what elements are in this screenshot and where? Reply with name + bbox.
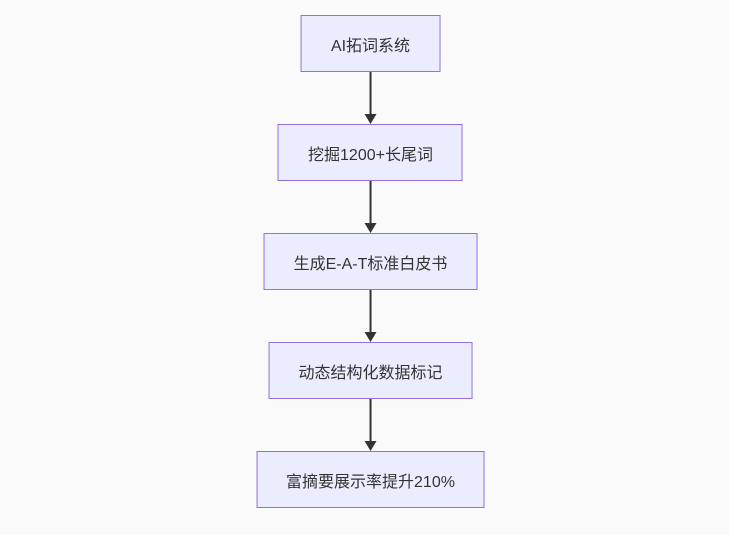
arrow-down-icon bbox=[364, 399, 377, 451]
arrow-line bbox=[369, 399, 372, 441]
arrow-line bbox=[369, 72, 372, 114]
arrow-down-icon bbox=[364, 72, 377, 124]
arrow-head bbox=[364, 114, 377, 124]
flow-node-label: 生成E-A-T标准白皮书 bbox=[293, 255, 448, 273]
arrow-down-icon bbox=[364, 290, 377, 342]
arrow-head bbox=[364, 332, 377, 342]
arrow-head bbox=[364, 441, 377, 451]
flow-node-eat-whitepaper: 生成E-A-T标准白皮书 bbox=[263, 233, 478, 290]
arrow-down-icon bbox=[364, 181, 377, 233]
flow-node-rich-snippet-result: 富摘要展示率提升210% bbox=[256, 451, 485, 508]
flow-node-structured-data: 动态结构化数据标记 bbox=[268, 342, 473, 399]
arrow-line bbox=[369, 181, 372, 223]
flow-node-label: AI拓词系统 bbox=[330, 37, 411, 55]
arrow-line bbox=[369, 290, 372, 332]
flow-column: AI拓词系统 挖掘1200+长尾词 生成E-A-T标准白皮书 动态结构化数据标记 bbox=[256, 15, 485, 508]
flow-node-ai-system: AI拓词系统 bbox=[300, 15, 441, 72]
flow-node-label: 富摘要展示率提升210% bbox=[286, 473, 455, 491]
flow-node-label: 动态结构化数据标记 bbox=[298, 364, 443, 382]
arrow-head bbox=[364, 223, 377, 233]
flow-node-label: 挖掘1200+长尾词 bbox=[308, 146, 433, 164]
flow-node-longtail-mining: 挖掘1200+长尾词 bbox=[278, 124, 463, 181]
